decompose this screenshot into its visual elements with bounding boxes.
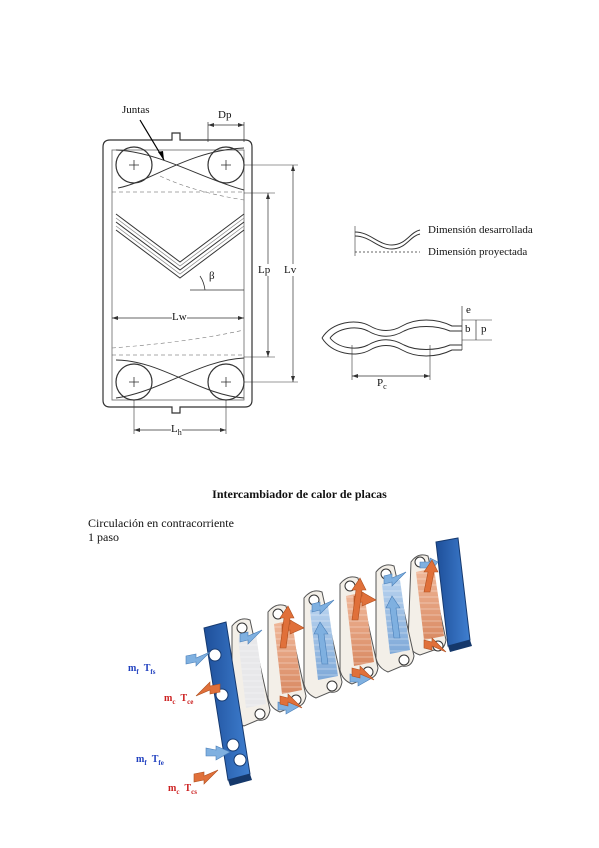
label-lp: Lp — [258, 264, 271, 276]
arrow-hot-out — [193, 769, 219, 785]
arrow-cold-in — [205, 745, 231, 761]
label-pc-sub: c — [383, 382, 387, 392]
exchanger-illustration — [185, 537, 472, 786]
label-lh-main: L — [171, 423, 178, 435]
label-mf2-sub: f — [144, 759, 147, 767]
label-mc-sub: c — [172, 698, 176, 706]
label-tce-sub: ce — [187, 698, 194, 706]
label-mc2-sub: c — [176, 788, 180, 796]
plate-1 — [231, 618, 271, 727]
label-b: b — [465, 323, 471, 335]
label-mc-tcs: mc Tcs — [168, 783, 197, 796]
arrow-hot-in — [195, 681, 221, 697]
arrow-cold-out — [185, 651, 211, 667]
plate-outline — [102, 132, 253, 414]
label-mf2: m — [136, 754, 145, 765]
label-mc: m — [164, 693, 173, 704]
label-desarrollada: Dimensión desarrollada — [428, 224, 533, 236]
label-e: e — [466, 304, 471, 316]
label-lv: Lv — [284, 264, 297, 276]
label-mc-tce: mc Tce — [164, 693, 193, 706]
label-tcs: T — [184, 783, 192, 794]
label-tce: T — [180, 693, 188, 704]
label-mf: m — [128, 663, 137, 674]
plate-inner — [111, 149, 245, 401]
circulation-line1: Circulación en contracorriente — [88, 516, 234, 530]
label-lh-sub: h — [177, 428, 182, 438]
label-tfs: T — [143, 663, 151, 674]
label-tfe: T — [151, 754, 159, 765]
label-p: p — [481, 323, 487, 335]
label-pc: Pc — [377, 377, 387, 391]
label-lh: Lh — [171, 423, 182, 438]
label-mf-tfe: mf Tfe — [136, 754, 164, 767]
label-lw: Lw — [172, 311, 187, 323]
label-mc2: m — [168, 783, 177, 794]
label-juntas: Juntas — [122, 104, 150, 116]
label-mf-sub: f — [136, 668, 139, 676]
figure-caption: Intercambiador de calor de placas — [212, 487, 387, 501]
circulation-line2: 1 paso — [88, 530, 119, 544]
plate-6 — [407, 554, 447, 656]
label-tfs-sub: fs — [150, 668, 156, 676]
label-dp: Dp — [218, 109, 232, 121]
label-proyectada: Dimensión proyectada — [428, 246, 528, 258]
label-tfe-sub: fe — [158, 759, 164, 767]
label-pc-main: P — [377, 377, 384, 389]
label-mf-tfs: mf Tfs — [128, 663, 155, 676]
label-tcs-sub: cs — [191, 788, 197, 796]
label-beta: β — [209, 270, 215, 282]
